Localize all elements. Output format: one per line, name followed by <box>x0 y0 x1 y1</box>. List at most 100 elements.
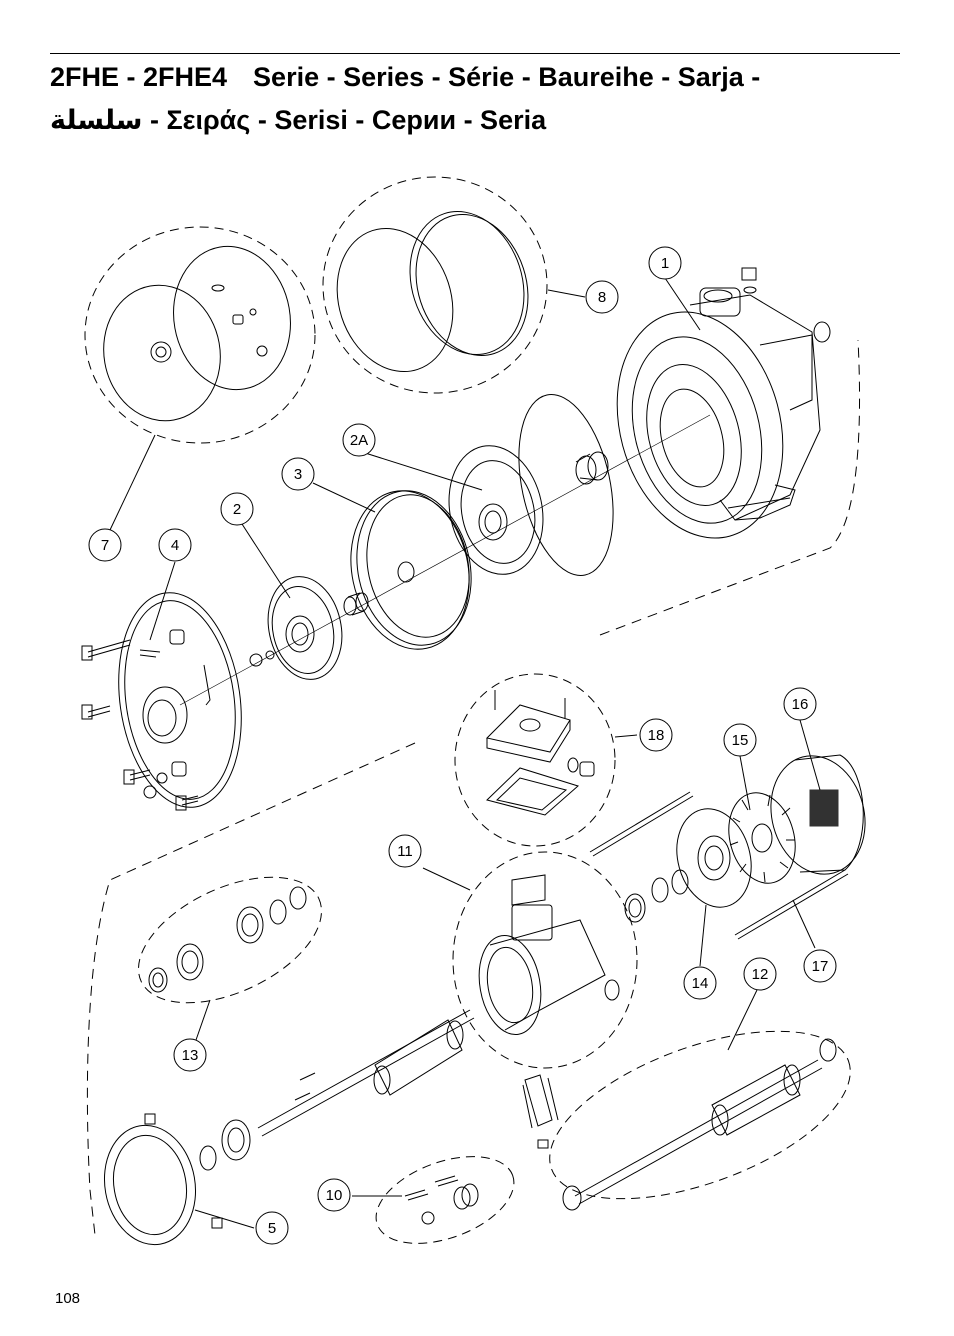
callout-14: 14 <box>683 966 717 1000</box>
callout-number: 16 <box>792 696 809 713</box>
rear-end-shield <box>676 808 752 908</box>
callout-number: 17 <box>812 958 829 975</box>
callout-circle <box>648 246 682 280</box>
callout-number: 18 <box>648 727 665 744</box>
callout-circle <box>723 723 757 757</box>
callout-circle <box>220 492 254 526</box>
callout-number: 12 <box>752 966 769 983</box>
callout-18: 18 <box>639 718 673 752</box>
callout-circle <box>639 718 673 752</box>
callout-number: 11 <box>397 843 413 860</box>
callout-number: 3 <box>294 466 302 483</box>
bracket-flange-4 <box>118 592 242 808</box>
casing-o-ring <box>518 394 614 576</box>
leader-2a <box>361 451 483 491</box>
leader-8 <box>547 289 586 298</box>
callout-12: 12 <box>743 957 777 991</box>
callout-15: 15 <box>723 723 757 757</box>
callout-circle <box>317 1178 351 1212</box>
callout-1: 1 <box>648 246 682 280</box>
callout-number: 7 <box>101 537 109 554</box>
series-arabic: سلسلة <box>50 105 143 136</box>
leader-13 <box>195 999 211 1041</box>
model-name: 2FHE - 2FHE4 <box>50 62 228 92</box>
leader-15 <box>739 755 751 811</box>
leader-18 <box>614 734 638 738</box>
rotor-group <box>549 1030 851 1211</box>
callout-5: 5 <box>255 1211 289 1245</box>
bearings-group <box>138 876 322 1004</box>
callout-number: 2A <box>350 432 368 449</box>
callout-circle <box>281 457 315 491</box>
terminal-box-group <box>454 673 616 847</box>
leader-17 <box>792 899 816 949</box>
callout-10: 10 <box>317 1178 351 1212</box>
callout-number: 1 <box>661 255 669 272</box>
leader-11 <box>422 867 471 891</box>
impeller-2 <box>249 576 343 680</box>
assembly-boundary-left <box>86 742 416 1236</box>
mechanical-seal <box>575 451 609 485</box>
series-multilingual: Serie - Series - Série - Baureihe - Sarj… <box>253 62 761 92</box>
leader-4 <box>149 561 176 641</box>
leader-7 <box>109 434 156 531</box>
callout-circle <box>803 949 837 983</box>
callout-number: 13 <box>182 1047 199 1064</box>
callout-circle <box>173 1038 207 1072</box>
leader-3 <box>312 482 376 513</box>
rear-bearings <box>624 869 689 923</box>
callout-circle <box>88 528 122 562</box>
callout-4: 4 <box>158 528 192 562</box>
callout-3: 3 <box>281 457 315 491</box>
series-other-languages: - Σειράς - Serisi - Серии - Seria <box>149 105 547 135</box>
callout-number: 15 <box>732 732 749 749</box>
callout-circle <box>158 528 192 562</box>
assembly-boundary-top <box>599 339 861 636</box>
wire-bracket <box>522 1074 559 1149</box>
leader-2 <box>241 523 291 599</box>
callout-2: 2 <box>220 492 254 526</box>
callout-number: 2 <box>233 501 241 518</box>
stage-3 <box>350 490 472 650</box>
callout-number: 14 <box>692 975 709 992</box>
fan-cover <box>770 754 866 875</box>
leader-14 <box>699 904 707 967</box>
page-number: 108 <box>55 1290 81 1307</box>
callout-circle <box>683 966 717 1000</box>
tie-rod-upper <box>589 791 694 857</box>
callout-circle <box>743 957 777 991</box>
title-line-2: سلسلة - Σειράς - Serisi - Серии - Seria <box>50 99 910 142</box>
leader-16 <box>799 719 821 791</box>
small-parts-group <box>375 1156 515 1244</box>
callout-circle <box>783 687 817 721</box>
o-ring-group <box>322 176 548 394</box>
leader-1 <box>664 277 701 331</box>
motor-housing-group <box>452 851 638 1069</box>
assembly-axis-top <box>179 414 711 706</box>
leader-5 <box>194 1209 255 1229</box>
callout-17: 17 <box>803 949 837 983</box>
callout-number: 5 <box>268 1220 276 1237</box>
callout-2a: 2A <box>342 423 376 457</box>
header-rule <box>50 53 900 54</box>
bracket-bolts <box>81 639 199 811</box>
rotor-shaft-left <box>257 1009 475 1137</box>
title-line-1: 2FHE - 2FHE4 Serie - Series - Série - Bau… <box>50 56 910 99</box>
callout-circle <box>255 1211 289 1245</box>
pump-casing <box>616 267 831 539</box>
callout-7: 7 <box>88 528 122 562</box>
callout-circle <box>388 834 422 868</box>
callout-circle <box>342 423 376 457</box>
page-title: 2FHE - 2FHE4 Serie - Series - Série - Bau… <box>50 56 910 142</box>
seal-kit-group <box>84 226 316 444</box>
callout-8: 8 <box>585 280 619 314</box>
callout-circle <box>585 280 619 314</box>
callout-13: 13 <box>173 1038 207 1072</box>
tie-rod-lower <box>734 869 849 940</box>
cooling-fan <box>728 792 796 884</box>
front-flange <box>103 1113 251 1246</box>
callout-number: 4 <box>171 537 179 554</box>
callout-number: 10 <box>326 1187 343 1204</box>
leader-12 <box>727 989 758 1051</box>
